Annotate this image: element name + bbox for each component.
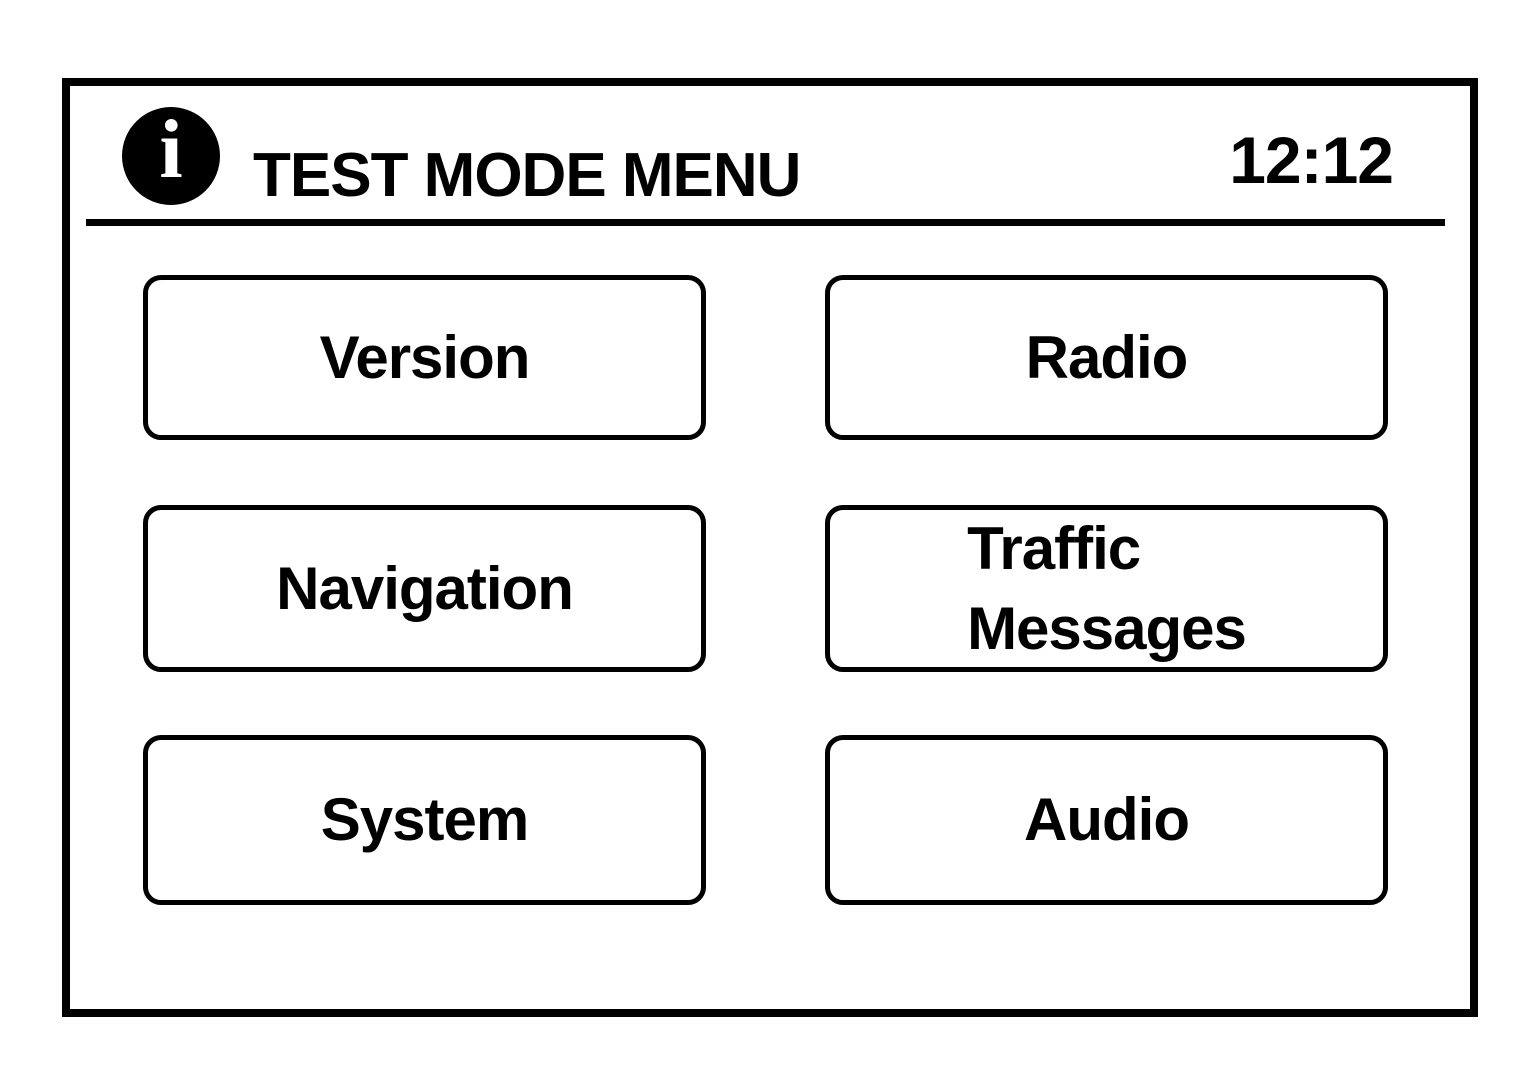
system-button[interactable]: System	[143, 735, 706, 905]
radio-button-label: Radio	[1025, 323, 1189, 391]
clock-display: 12:12	[1229, 123, 1394, 197]
audio-button[interactable]: Audio	[825, 735, 1388, 905]
traffic-messages-button-label: Traffic Messages	[967, 514, 1247, 662]
page-title: TEST MODE MENU	[253, 141, 801, 210]
navigation-button[interactable]: Navigation	[143, 505, 706, 672]
radio-button[interactable]: Radio	[825, 275, 1388, 440]
system-button-label: System	[320, 786, 529, 853]
info-icon: i	[122, 107, 220, 205]
navigation-button-label: Navigation	[276, 554, 574, 622]
test-mode-screen-frame: i TEST MODE MENU 12:12 Version Radio Nav…	[62, 78, 1478, 1017]
header-divider	[86, 219, 1445, 226]
traffic-messages-button[interactable]: Traffic Messages	[825, 505, 1388, 672]
info-icon-glyph: i	[159, 103, 183, 196]
version-button[interactable]: Version	[143, 275, 706, 440]
version-button-label: Version	[319, 323, 531, 391]
audio-button-label: Audio	[1024, 786, 1190, 853]
